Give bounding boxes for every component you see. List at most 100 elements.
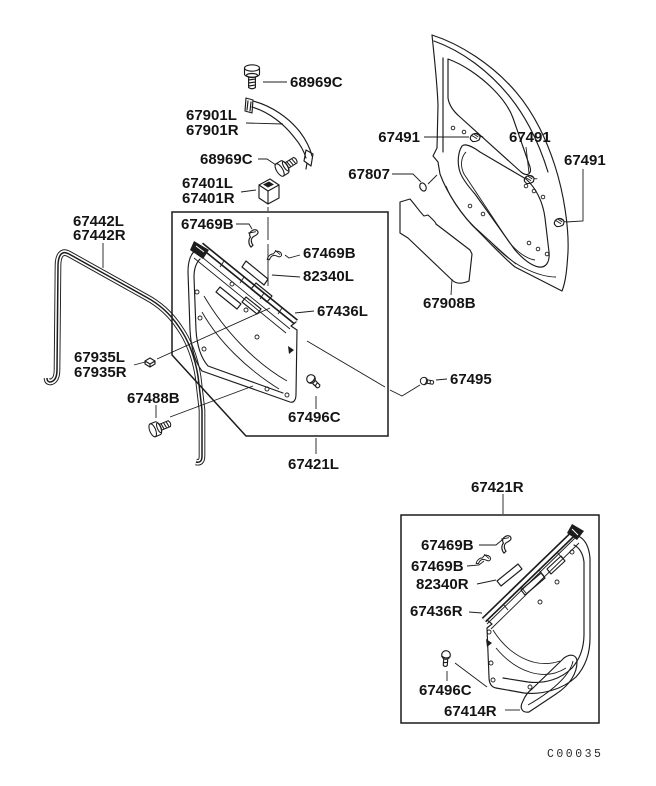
- label-67442l: 67442L: [73, 213, 124, 230]
- left-panel-sweep-b: [201, 311, 280, 390]
- left-panel-sill: [193, 252, 291, 334]
- label-67491-2: 67491: [509, 129, 551, 146]
- right-panel-sill: [486, 536, 580, 630]
- clip-67469b-icon-1: [245, 228, 259, 249]
- clip-67935-icon: [144, 357, 156, 368]
- pin-67496c-right-icon: [440, 649, 452, 668]
- water-shield-67908b: [399, 198, 473, 296]
- label-67935l: 67935L: [74, 349, 125, 366]
- right-box-border: [400, 514, 600, 724]
- leader-82340r: [476, 579, 497, 585]
- door-clip-icon-3: [552, 215, 569, 229]
- leader-67491-3: [565, 169, 584, 223]
- label-67469b-1: 67469B: [181, 216, 234, 233]
- label-67414r: 67414R: [444, 703, 497, 720]
- inner-access-contour: [461, 151, 536, 261]
- label-67935r: 67935R: [74, 364, 127, 381]
- pocket-67414r-inner: [527, 660, 574, 706]
- leader-67495: [435, 378, 448, 381]
- leader-67807: [392, 173, 422, 183]
- label-67401l: 67401L: [182, 175, 233, 192]
- label-67901r: 67901R: [186, 122, 239, 139]
- leader-82340l: [271, 274, 301, 278]
- label-67495: 67495: [450, 371, 492, 388]
- right-panel-inner-contour: [502, 544, 585, 683]
- label-67901l: 67901L: [186, 107, 237, 124]
- label-67421l: 67421L: [288, 456, 339, 473]
- clip-67495: [419, 376, 448, 387]
- drawing-code: C00035: [547, 748, 603, 761]
- leader-67935-long: [156, 307, 271, 360]
- door-inner-band: [433, 40, 549, 173]
- label-67401r: 67401R: [182, 190, 235, 207]
- label-67496c-r: 67496C: [419, 682, 472, 699]
- label-67436r: 67436R: [410, 603, 463, 620]
- right-panel-slot-1: [520, 572, 546, 596]
- label-67442r: 67442R: [73, 227, 126, 244]
- label-67496c-l: 67496C: [288, 409, 341, 426]
- label-67436l: 67436L: [317, 303, 368, 320]
- label-67491-1: 67491: [378, 129, 420, 146]
- right-panel-outline: [486, 535, 591, 694]
- left-panel-inner-contour: [193, 258, 284, 394]
- leader-67935-hook: [133, 361, 146, 366]
- right-panel-slot-2: [546, 555, 566, 575]
- door-lower-contour-a: [445, 185, 517, 265]
- right-panel-holes: [486, 549, 575, 690]
- top-hardware: [240, 64, 314, 286]
- pocket-67414r: [520, 654, 578, 713]
- pin-67495-icon: [419, 376, 435, 387]
- label-67469b-4: 67469B: [411, 558, 464, 575]
- label-67488b: 67488B: [127, 390, 180, 407]
- leader-67488b-long: [169, 385, 254, 418]
- leader-67491-2: [525, 146, 530, 174]
- rear-door-frame: [392, 34, 584, 292]
- leader-67469b-3: [479, 539, 503, 546]
- left-panel-notch: [288, 346, 294, 354]
- label-67469b-3: 67469B: [421, 537, 474, 554]
- label-82340r: 82340R: [416, 576, 469, 593]
- left-fasteners: [133, 307, 271, 439]
- tape-82340r-icon: [496, 563, 523, 587]
- part-labels: 68969C 67901L 67901R 68969C 67401L 67401…: [73, 74, 606, 761]
- molding-hatch-r: [502, 551, 563, 611]
- hole-67807-icon: [419, 182, 427, 192]
- glass-run-67901: [244, 97, 314, 170]
- bolt-67488b-icon: [146, 416, 174, 439]
- leader-67908b: [450, 278, 453, 296]
- leader-67436l: [294, 310, 315, 314]
- label-67421r: 67421R: [471, 479, 524, 496]
- label-67908b: 67908B: [423, 295, 476, 312]
- left-panel-outline: [187, 249, 298, 403]
- leader-67401: [240, 189, 257, 193]
- window-opening: [447, 58, 532, 176]
- bolt-68969c-mid-icon: [272, 152, 301, 179]
- door-holes: [450, 125, 550, 257]
- left-panel-slot-2: [241, 296, 262, 315]
- molding-cap-l: [190, 241, 209, 259]
- grommet-67401: [258, 178, 280, 205]
- leader-67469b-4: [466, 560, 485, 567]
- inner-access-opening: [457, 144, 550, 268]
- leader-67901: [245, 122, 284, 125]
- door-clip-icon-1: [468, 130, 485, 144]
- door-lower-contour-b: [488, 239, 557, 278]
- label-68969c-mid: 68969C: [200, 151, 253, 168]
- left-panel-holes: [194, 281, 290, 398]
- clip-67469b-icon-3: [498, 534, 512, 555]
- leader-67469b-2: [284, 254, 301, 259]
- leader-68969c-mid: [258, 158, 277, 166]
- bolt-68969c-top-icon: [243, 64, 261, 90]
- left-box-border: [171, 211, 389, 437]
- label-82340l: 82340L: [303, 268, 354, 285]
- hole-67807-tick: [427, 174, 438, 185]
- left-panel-sweep-a: [203, 295, 288, 382]
- right-panel-notch: [486, 639, 492, 647]
- door-outline-path: [431, 34, 569, 292]
- label-67491-3: 67491: [564, 152, 606, 169]
- leader-67469b-1: [236, 223, 253, 230]
- weatherstrip-67442: [43, 243, 206, 466]
- right-panel-sweep-b: [492, 629, 561, 664]
